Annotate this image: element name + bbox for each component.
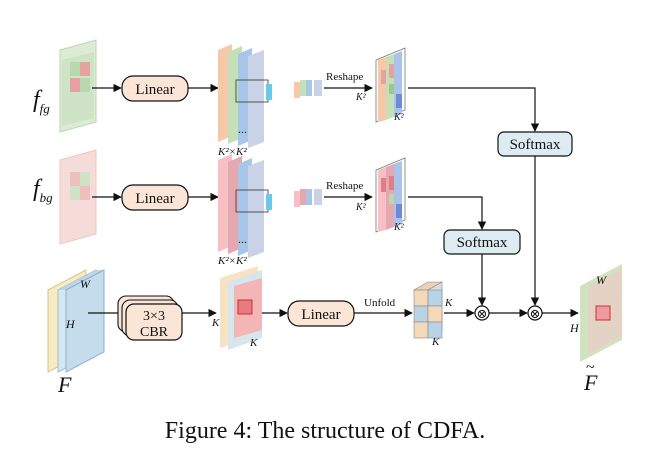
arrow-fg-to-softmax — [408, 87, 540, 132]
dim-kk-fg: K²×K² — [217, 146, 247, 158]
svg-text:CBR: CBR — [140, 325, 169, 340]
svg-text:~: ~ — [586, 359, 595, 376]
fg-small-tensors — [294, 80, 322, 98]
svg-text:⊗: ⊗ — [530, 306, 541, 321]
output-feature-F-tilde — [580, 264, 622, 362]
W-label-input: W — [80, 277, 91, 291]
dim-k2-a: K² — [355, 92, 367, 103]
svg-text:⊗: ⊗ — [477, 306, 488, 321]
bg-feature-map — [59, 149, 97, 245]
bg-attn-matrix — [375, 157, 406, 233]
fg-attn-matrix — [375, 47, 406, 123]
figure-caption: Figure 4: The structure of CDFA. — [164, 418, 486, 444]
F-tilde-label: ~ F — [583, 359, 598, 395]
linear-fg-box: Linear — [121, 75, 189, 102]
svg-text:3×3: 3×3 — [143, 309, 165, 324]
svg-text:Linear: Linear — [301, 307, 340, 323]
svg-text:Linear: Linear — [135, 191, 174, 207]
bg-kernel-stack — [218, 154, 272, 258]
fg-kernel-stack — [218, 44, 272, 148]
f-fg-label: ffg — [33, 87, 50, 116]
fg-feature-map — [59, 39, 97, 133]
svg-text:Softmax: Softmax — [457, 235, 508, 251]
K-label-fused-left: K — [211, 317, 220, 329]
unfold-label: Unfold — [364, 297, 396, 309]
W-label-output: W — [596, 273, 607, 287]
linear-bg-box: Linear — [121, 184, 189, 211]
dim-kk-bg: K²×K² — [217, 255, 247, 267]
cbr-block: 3×3 CBR — [117, 295, 183, 341]
F-label: F — [57, 372, 72, 397]
arrow-bg-to-softmax — [408, 196, 487, 230]
svg-text:Softmax: Softmax — [510, 137, 561, 153]
svg-text:F: F — [583, 370, 598, 395]
K-label-unfold-bottom: K — [431, 336, 440, 348]
linear-main-box: Linear — [287, 300, 355, 327]
unfolded-patch-grid — [412, 281, 444, 339]
dim-k2-c: K² — [355, 202, 367, 213]
multiply-op-1: ⊗ — [474, 305, 490, 321]
H-label-output: H — [569, 321, 580, 335]
K-label-fused-bottom: K — [249, 337, 258, 349]
bg-small-tensors — [294, 189, 322, 207]
reshape-bg-label: Reshape — [326, 180, 363, 192]
softmax-top-box: Softmax — [497, 131, 573, 157]
dim-k2-d: K² — [393, 222, 405, 233]
dim-k2-b: K² — [393, 112, 405, 123]
softmax-mid-box: Softmax — [443, 229, 521, 255]
ellipsis-bg: ... — [238, 232, 247, 246]
multiply-op-2: ⊗ — [527, 305, 543, 321]
svg-text:Linear: Linear — [135, 82, 174, 98]
ellipsis-fg: ... — [238, 122, 247, 136]
H-label-input: H — [65, 317, 76, 331]
K-label-unfold-right: K — [444, 297, 453, 309]
reshape-fg-label: Reshape — [326, 71, 363, 83]
fused-feature — [220, 266, 262, 350]
f-bg-label: fbg — [33, 176, 53, 205]
input-feature-F — [47, 269, 105, 373]
